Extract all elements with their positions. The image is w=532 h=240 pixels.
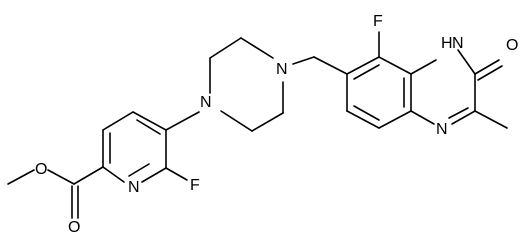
pyrazinone-bond-5 (410, 110, 435, 125)
piperazine-bond-3 (240, 37, 274, 59)
pyridine-piperazine-bond (165, 111, 200, 131)
pyrazinone-bond-4 (451, 110, 476, 125)
pyridine-bond-6 (102, 166, 125, 183)
pyridine-inner-double-top (136, 119, 161, 135)
atom-labels: O O N F N N F H N O N (35, 13, 518, 236)
pyridine-fluorine-label: F (190, 177, 200, 194)
nh-nitrogen-label: N (452, 35, 464, 52)
methyl-bond (7, 169, 35, 185)
benzo-bond-5 (346, 110, 380, 129)
quinoxaline-methyl-bond (474, 110, 508, 129)
quinoxalinone-carbonyl-a (474, 59, 500, 75)
piperazine-right-nitrogen-label: N (276, 61, 288, 78)
pyrazinone-bond-1 (410, 59, 437, 75)
pyridine-nitrogen-label: N (128, 179, 140, 196)
bond-lines (7, 31, 508, 219)
ester-carbon-ring-bond (73, 166, 104, 185)
carbonyl-oxygen-label: O (68, 219, 80, 236)
quinoxaline-nitrogen-label: N (436, 121, 448, 138)
pyrazinone-inner-double (448, 107, 469, 119)
benzo-bond-4 (378, 110, 412, 129)
linker-bond-1 (292, 56, 315, 65)
piperazine-left-nitrogen-label: N (200, 94, 212, 111)
pyridine-bond-3 (132, 111, 167, 131)
benzo-bond-1 (346, 56, 380, 75)
benzo-bond-2 (378, 56, 412, 75)
linker-bond-2 (313, 56, 348, 75)
pyridine-fluorine-bond (165, 167, 188, 181)
quinoxalinone-oxygen-label: O (506, 37, 518, 54)
piperazine-bond-5 (251, 112, 284, 132)
quinoxaline-fluorine-label: F (373, 13, 383, 30)
nh-hydrogen-label: H (441, 35, 453, 52)
pyridine-bond-2 (102, 111, 134, 131)
ester-oxygen-label: O (35, 161, 47, 178)
pyridine-bond-5 (141, 167, 167, 183)
ester-oxygen-bond (47, 169, 75, 185)
pyrazinone-bond-2 (457, 49, 476, 75)
benzo-inner-double-3 (353, 105, 380, 121)
piperazine-bond-2 (209, 37, 242, 59)
piperazine-bond-6 (220, 110, 253, 132)
benzo-inner-double-1 (353, 64, 380, 80)
pyridine-inner-double-bottom (128, 163, 150, 177)
quinoxalinone-carbonyl-b (477, 65, 503, 81)
